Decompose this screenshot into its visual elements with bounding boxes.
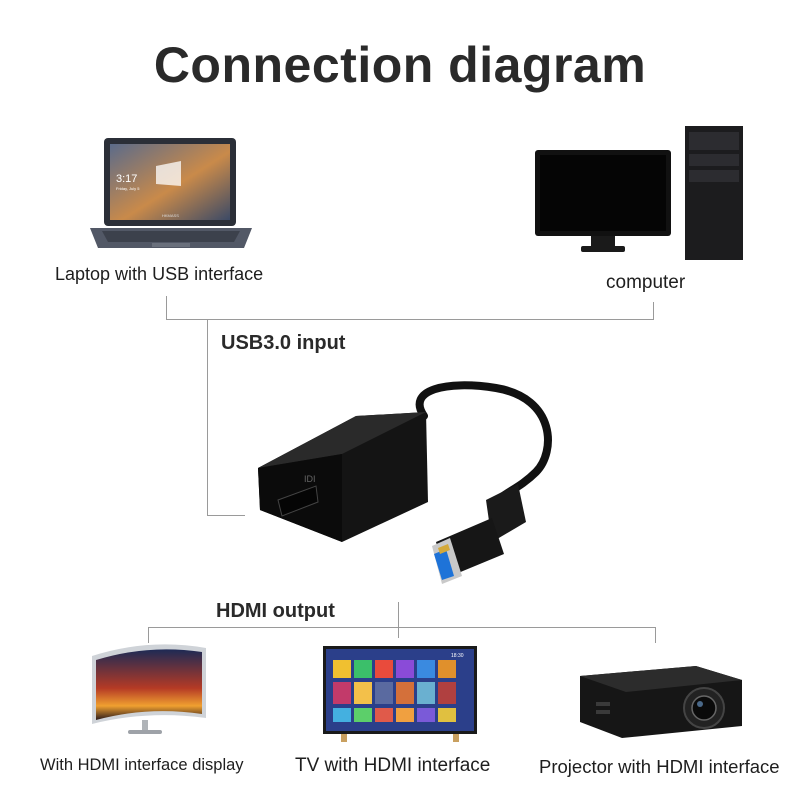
laptop-time: 3:17 (116, 173, 137, 185)
laptop-brand: HKMASS (162, 213, 179, 218)
laptop-date: Friday, July 5 (116, 186, 140, 191)
tv-image: 18:30 (323, 646, 477, 742)
output-line-vertical (398, 602, 399, 638)
source-bracket-bottom (166, 319, 654, 320)
projector-image (580, 666, 742, 738)
input-line-horizontal (207, 515, 245, 516)
computer-label: computer (606, 272, 686, 293)
projector-label: Projector with HDMI interface (539, 756, 780, 777)
usb-hdmi-adapter-image: IDI (258, 381, 552, 584)
tv-label: TV with HDMI interface (295, 755, 491, 776)
display-image (92, 644, 206, 734)
output-bracket-left (148, 627, 149, 643)
display-label: With HDMI interface display (40, 756, 244, 774)
computer-image (535, 126, 743, 260)
tv-time: 18:30 (451, 653, 464, 659)
output-bracket-right (655, 627, 656, 643)
output-bracket-top (148, 627, 656, 628)
hdmi-output-label: HDMI output (216, 600, 335, 622)
source-bracket-right (653, 302, 654, 320)
usb-input-label: USB3.0 input (221, 332, 346, 354)
input-line-vertical (207, 320, 208, 516)
laptop-image: 3:17 Friday, July 5 HKMASS (90, 138, 252, 248)
laptop-label: Laptop with USB interface (55, 264, 264, 284)
diagram-title: Connection diagram (153, 37, 647, 93)
svg-text:IDI: IDI (304, 474, 316, 484)
source-bracket-left (166, 296, 167, 320)
